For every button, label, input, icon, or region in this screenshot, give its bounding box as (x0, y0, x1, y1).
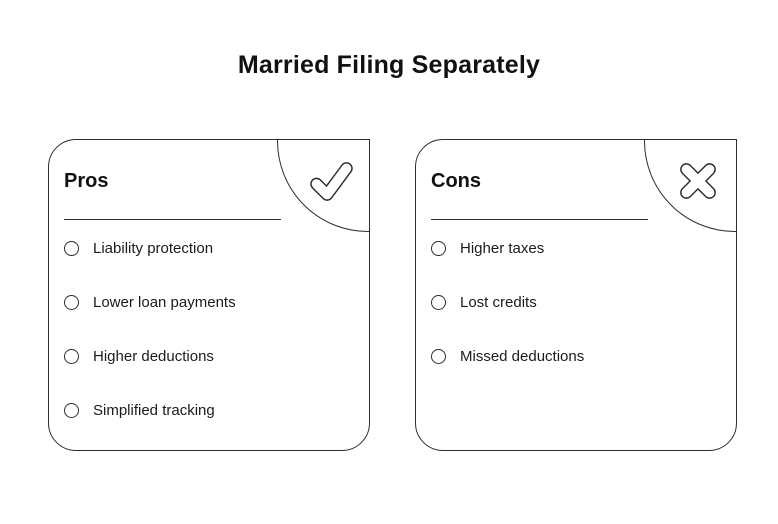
circle-bullet-icon (64, 294, 79, 310)
list-item: Lost credits (431, 275, 724, 329)
list-item-label: Lower loan payments (93, 293, 236, 311)
pros-card-title: Pros (64, 170, 109, 192)
circle-bullet-icon (431, 294, 446, 310)
circle-bullet-icon (64, 240, 79, 256)
page-title: Married Filing Separately (237, 51, 541, 79)
circle-bullet-icon (64, 348, 79, 364)
circle-bullet-icon (431, 348, 446, 364)
check-icon (310, 162, 353, 201)
cross-icon (680, 163, 716, 199)
header-divider (431, 219, 648, 220)
list-item: Missed deductions (431, 329, 724, 383)
list-item: Higher deductions (64, 329, 357, 383)
list-item-label: Liability protection (93, 239, 214, 257)
circle-bullet-icon (431, 240, 446, 256)
list-item-label: Simplified tracking (93, 401, 215, 419)
list-item: Liability protection (64, 221, 357, 275)
list-item: Simplified tracking (64, 383, 357, 437)
cons-list: Higher taxes Lost credits Missed deducti… (431, 221, 724, 383)
list-item-label: Higher taxes (460, 239, 545, 257)
header-divider (64, 219, 281, 220)
cons-card: Cons Higher taxes Lost credits Missed de… (415, 139, 737, 451)
list-item-label: Higher deductions (93, 347, 214, 365)
circle-bullet-icon (64, 402, 79, 418)
cons-card-title: Cons (431, 170, 481, 192)
pros-list: Liability protection Lower loan payments… (64, 221, 357, 437)
list-item: Lower loan payments (64, 275, 357, 329)
list-item-label: Missed deductions (460, 347, 585, 365)
list-item: Higher taxes (431, 221, 724, 275)
cards-row: Pros Liability protection Lower loan pay… (48, 139, 737, 451)
pros-card: Pros Liability protection Lower loan pay… (48, 139, 370, 451)
list-item-label: Lost credits (460, 293, 537, 311)
